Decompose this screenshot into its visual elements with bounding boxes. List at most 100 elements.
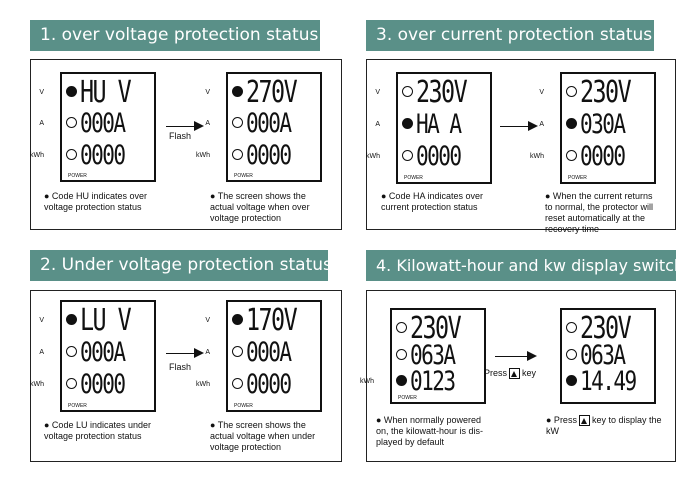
indicator-led-off-icon xyxy=(232,117,243,129)
row-unit-label: A xyxy=(205,349,210,356)
row-unit-label: A xyxy=(39,349,44,356)
lcd-row: HU V xyxy=(62,78,154,108)
lcd-readout: 0123 xyxy=(410,366,456,398)
row-unit-label: kWh xyxy=(530,153,544,160)
panel-title: 3. over current protection status xyxy=(366,20,654,51)
lcd-readout: LU V xyxy=(80,303,132,338)
note-text: ● Code LU indicates under voltage protec… xyxy=(44,420,151,441)
lcd-row: 0000 xyxy=(62,139,154,171)
lcd-row: 170V xyxy=(228,306,320,336)
lcd-readout: HA A xyxy=(416,109,462,140)
note-text: ● The screen shows the actual voltage wh… xyxy=(210,191,310,223)
lcd-row: 063A xyxy=(392,339,484,371)
indicator-led-off-icon xyxy=(566,86,577,97)
lcd-readout: 230V xyxy=(416,75,468,110)
indicator-led-off-icon xyxy=(66,378,77,389)
power-label: POWER xyxy=(68,173,87,179)
lcd-row: 230V xyxy=(562,311,654,346)
indicator-led-off-icon xyxy=(232,378,243,389)
indicator-led-off-icon xyxy=(566,348,577,360)
row-unit-label: kWh xyxy=(360,378,374,386)
lcd-row: 0123 xyxy=(392,368,484,396)
row-unit-label: A xyxy=(205,120,210,128)
power-label: POWER xyxy=(234,403,253,409)
row-unit-label: kWh xyxy=(30,151,44,159)
indicator-led-off-icon xyxy=(396,348,407,360)
row-unit-label: V xyxy=(39,317,44,324)
note-text: ● When normally powered on, the kilowatt… xyxy=(376,415,484,447)
row-unit-label: kWh xyxy=(196,381,210,388)
power-label: POWER xyxy=(568,175,587,181)
arrow-label: Flash xyxy=(169,131,192,141)
indicator-led-off-icon xyxy=(566,150,577,161)
power-label: POWER xyxy=(404,175,423,181)
lcd-readout: 0000 xyxy=(80,369,126,400)
panel-title: 1. over voltage protection status xyxy=(30,20,320,51)
indicator-led-off-icon xyxy=(66,346,77,357)
row-unit-label: kWh xyxy=(30,381,44,388)
indicator-led-off-icon xyxy=(402,150,413,161)
arrow-icon xyxy=(495,351,537,361)
power-label: POWER xyxy=(68,403,87,409)
lcd-readout: 0000 xyxy=(246,369,292,400)
lcd-row: LU V xyxy=(62,303,154,338)
lcd-readout: 000A xyxy=(246,108,292,140)
lcd-readout: 0000 xyxy=(80,139,126,171)
note-text: ● Code HA indicates over current protect… xyxy=(381,191,483,212)
lcd-row: 000A xyxy=(228,110,320,138)
lcd-readout: 270V xyxy=(246,75,298,110)
lcd-row: 270V xyxy=(228,75,320,110)
lcd-readout: 14.49 xyxy=(580,366,637,398)
up-key-icon xyxy=(578,415,590,427)
indicator-led-off-icon xyxy=(402,86,413,97)
lcd-row: 000A xyxy=(62,339,154,367)
lcd-row: 0000 xyxy=(228,139,320,171)
lcd-row: 0000 xyxy=(398,143,490,171)
lcd-readout: 063A xyxy=(410,339,456,371)
lcd-row: 230V xyxy=(392,311,484,346)
power-label: POWER xyxy=(234,173,253,179)
lcd-row: 030A xyxy=(562,111,654,139)
indicator-led-on-icon xyxy=(66,86,77,97)
indicator-led-off-icon xyxy=(396,322,407,333)
press-label: Press xyxy=(484,368,508,378)
lcd-row: 000A xyxy=(228,339,320,367)
row-unit-label: A xyxy=(39,120,44,128)
indicator-led-off-icon xyxy=(232,346,243,357)
indicator-led-on-icon xyxy=(566,375,577,387)
indicator-led-off-icon xyxy=(232,148,243,160)
note-text: ● The screen shows the actual voltage wh… xyxy=(210,420,316,452)
lcd-readout: 000A xyxy=(246,337,292,368)
note-text: ● When the current returns to normal, th… xyxy=(545,191,654,234)
lcd-row: 230V xyxy=(398,75,490,110)
power-label: POWER xyxy=(398,395,417,401)
lcd-readout: 230V xyxy=(580,75,632,110)
row-unit-label: V xyxy=(205,89,210,96)
lcd-row: 14.49 xyxy=(562,368,654,396)
arrow-icon xyxy=(500,121,538,131)
lcd-readout: 230V xyxy=(410,311,462,346)
lcd-readout: 0000 xyxy=(246,139,292,171)
indicator-led-on-icon xyxy=(232,314,243,325)
lcd-row: 0000 xyxy=(562,143,654,171)
row-unit-label: V xyxy=(539,89,544,96)
indicator-led-on-icon xyxy=(396,375,407,387)
lcd-row: 0000 xyxy=(62,371,154,399)
lcd-row: 230V xyxy=(562,75,654,110)
lcd-row: 0000 xyxy=(228,371,320,399)
row-unit-label: V xyxy=(39,89,44,96)
row-unit-label: A xyxy=(539,121,544,128)
indicator-led-on-icon xyxy=(566,118,577,129)
arrow-icon xyxy=(166,121,204,131)
lcd-row: HA A xyxy=(398,111,490,139)
note-body: key to display the kW xyxy=(546,415,662,437)
lcd-readout: 230V xyxy=(580,311,632,346)
